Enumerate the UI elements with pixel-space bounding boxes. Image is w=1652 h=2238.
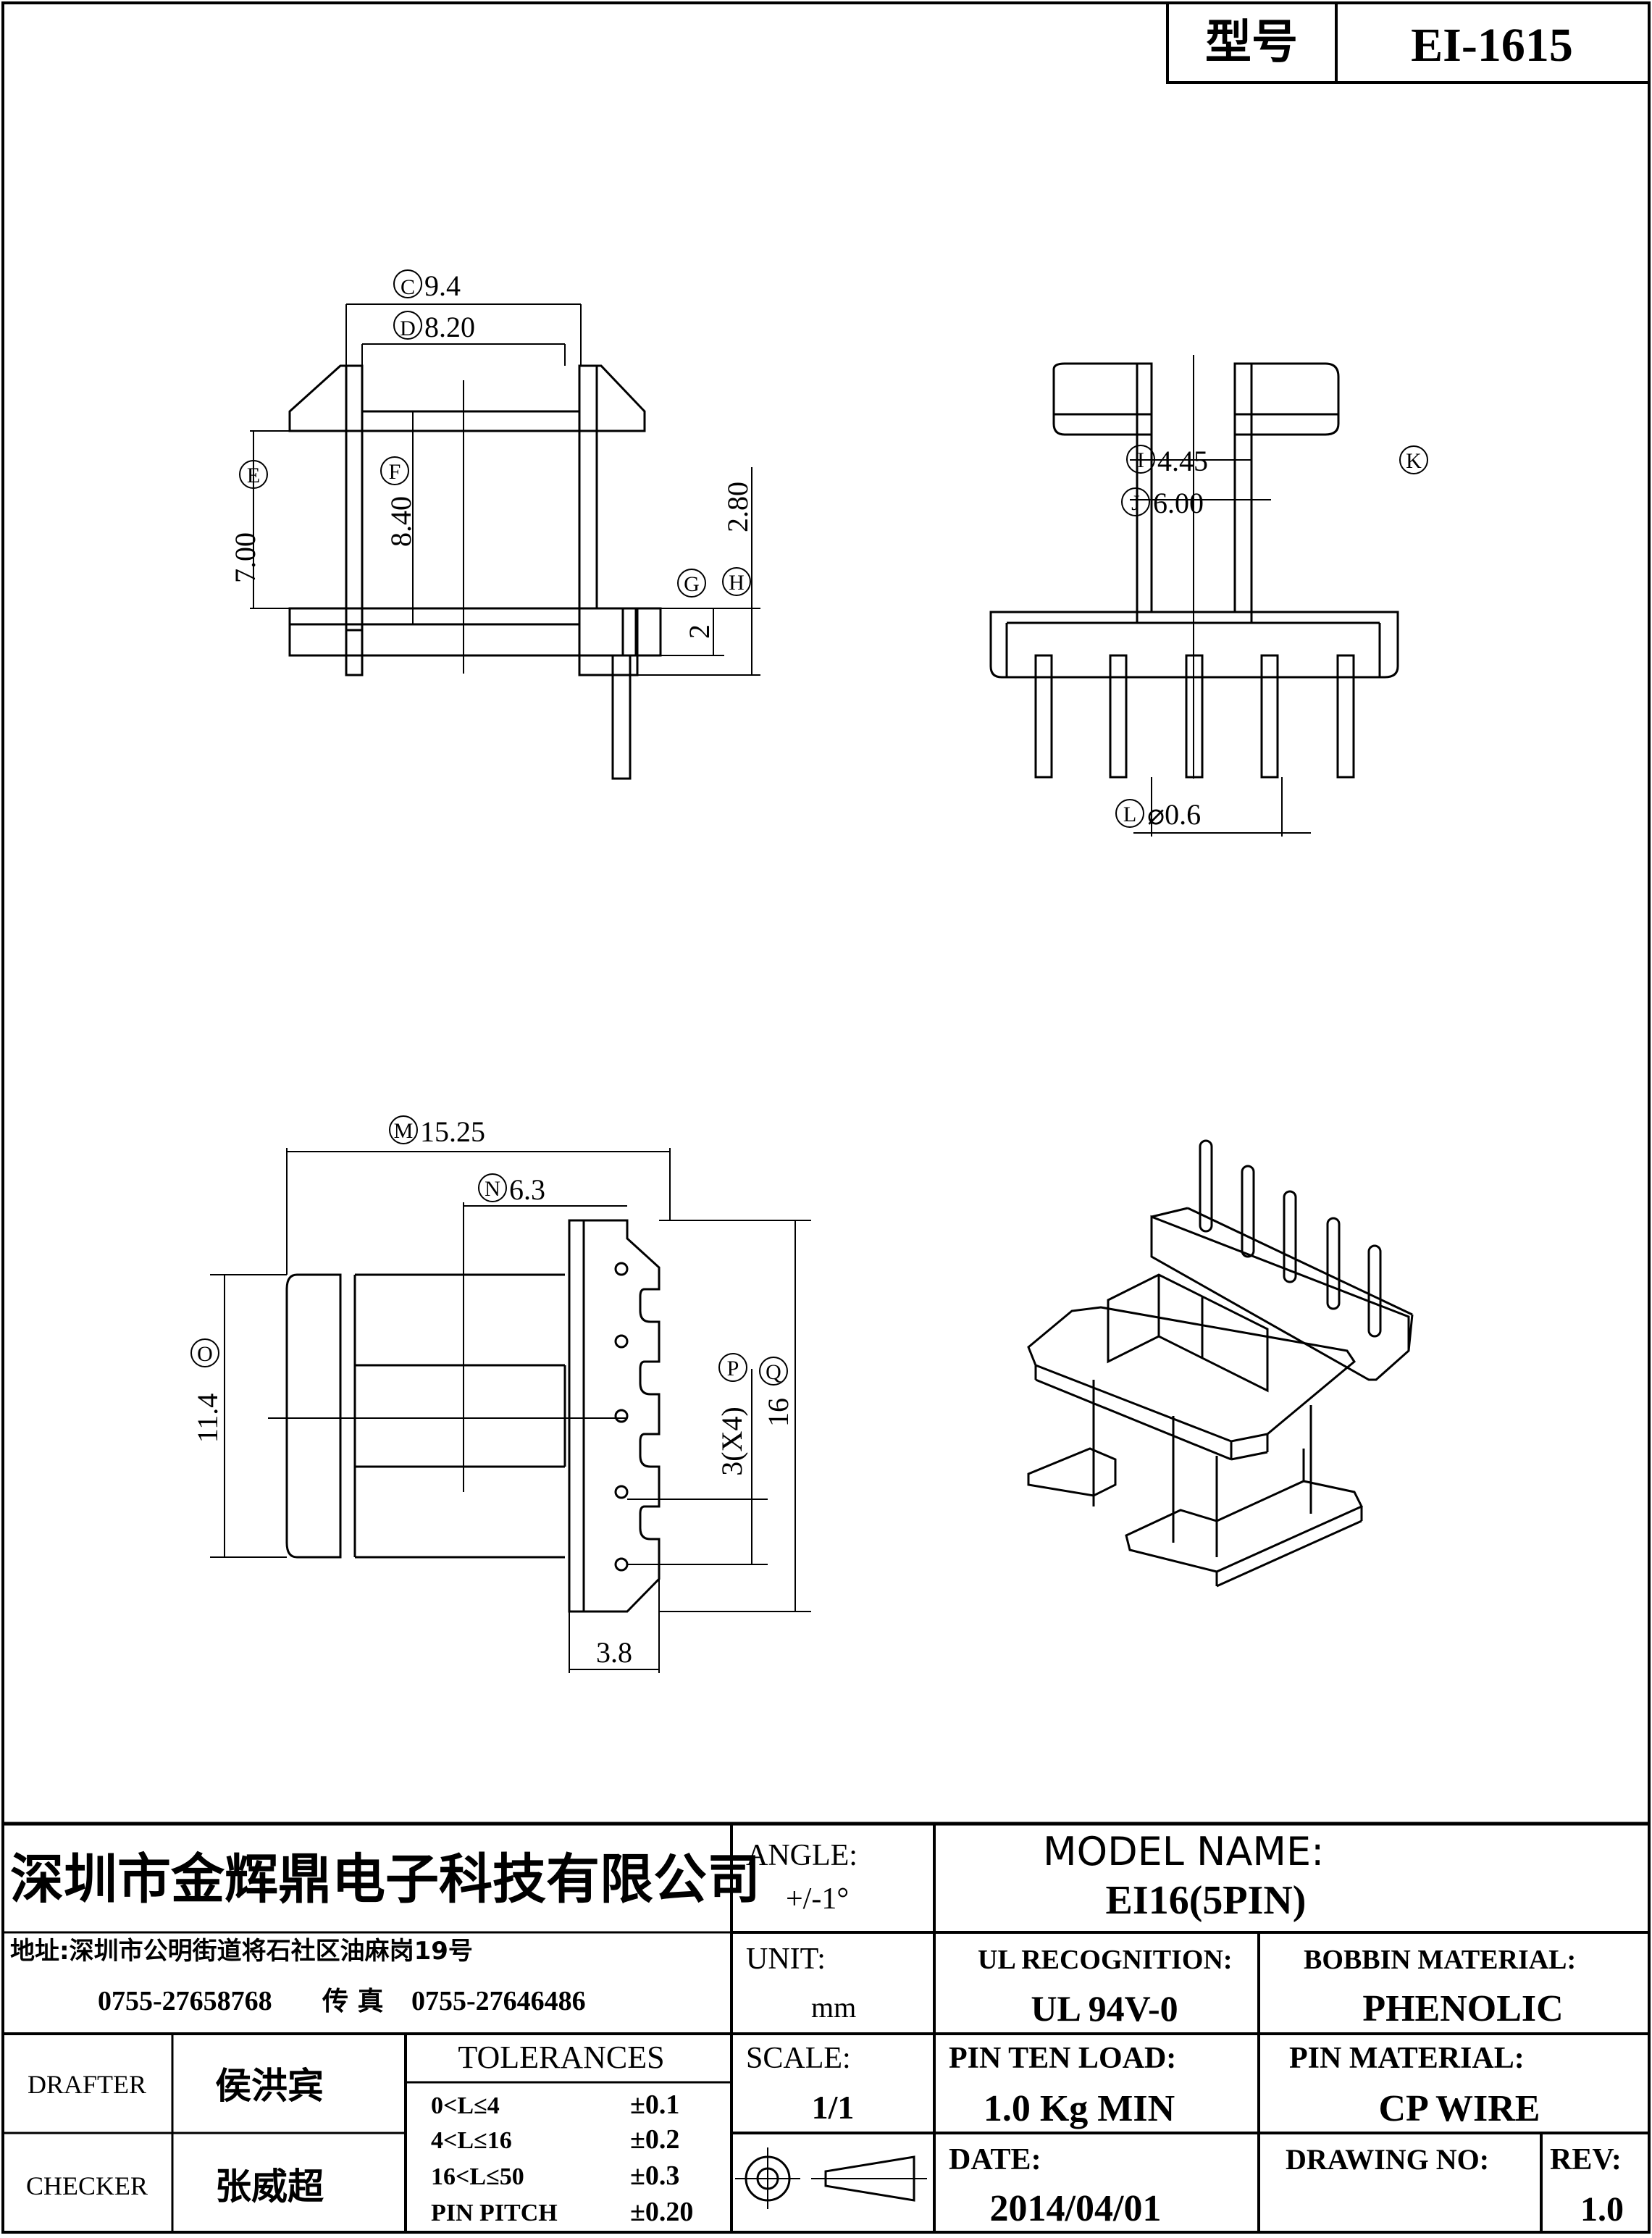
- pin-material-label: PIN MATERIAL:: [1289, 2042, 1525, 2075]
- header-model-value: EI-1615: [1411, 19, 1573, 72]
- dim-p-letter: P: [727, 1357, 739, 1380]
- dim-c-letter: C: [401, 275, 415, 299]
- pin-load-value: 1.0 Kg MIN: [984, 2088, 1175, 2129]
- company-name: 深圳市金辉鼎电子科技有限公司: [10, 1848, 760, 1911]
- tolerance-value-1: ±0.1: [630, 2090, 679, 2120]
- unit-value: mm: [811, 1991, 856, 2024]
- header-model-label: 型号: [1205, 16, 1298, 70]
- dim-e-letter: E: [247, 464, 260, 487]
- dim-i-letter: I: [1137, 448, 1144, 472]
- bottom-view-labels: M 15.25 N 6.3 O 11.4 P 3(X4) Q 16 3.8: [191, 1115, 794, 1669]
- side-view-labels: C 9.4 D 8.20 E 7.00 F 8.40 G H 2.80 2: [229, 269, 754, 639]
- dim-k-letter: K: [1406, 449, 1422, 473]
- dim-l-value: ⌀0.6: [1147, 798, 1201, 831]
- dim-g-letter: G: [684, 572, 700, 596]
- unit-label: UNIT:: [746, 1942, 826, 1976]
- dim-o-letter: O: [197, 1342, 213, 1366]
- tolerance-range-4: PIN PITCH: [431, 2200, 558, 2226]
- rev-value: 1.0: [1580, 2190, 1624, 2229]
- header-model-box: 型号 EI-1615: [1166, 1, 1651, 84]
- drafter-label: DRAFTER: [28, 2070, 146, 2099]
- dim-l-letter: L: [1123, 802, 1136, 826]
- tolerance-range-2: 4<L≤16: [431, 2127, 512, 2154]
- company-fax-label: 传 真: [322, 1987, 384, 2016]
- title-block: [3, 1822, 1649, 2232]
- dim-m-letter: M: [394, 1119, 414, 1143]
- dim-p-value: 3(X4): [716, 1407, 748, 1476]
- company-fax: 0755-27646486: [411, 1986, 586, 2016]
- pin-material-value: CP WIRE: [1379, 2088, 1540, 2129]
- drafter-value: 侯洪宾: [215, 2065, 324, 2107]
- dim-n-value: 6.3: [509, 1173, 545, 1206]
- dim-o-value: 11.4: [191, 1393, 224, 1443]
- company-phone: 0755-27658768: [98, 1986, 272, 2016]
- dim-base-value: 3.8: [596, 1636, 632, 1669]
- bobbin-value: PHENOLIC: [1362, 1988, 1563, 2029]
- title-block-text: 深圳市金辉鼎电子科技有限公司 地址:深圳市公明街道将石社区油麻岗19号 0755…: [10, 1829, 1624, 2229]
- tolerance-value-2: ±0.2: [630, 2124, 679, 2155]
- model-name-value: EI16(5PIN): [1106, 1878, 1307, 1923]
- angle-value: +/-1°: [786, 1882, 849, 1916]
- drawing-no-label: DRAWING NO:: [1286, 2143, 1489, 2176]
- rev-label: REV:: [1550, 2143, 1622, 2176]
- tolerance-range-3: 16<L≤50: [431, 2163, 524, 2190]
- scale-label: SCALE:: [746, 2042, 851, 2075]
- ul-label: UL RECOGNITION:: [978, 1945, 1233, 1975]
- side-view: [239, 269, 760, 780]
- pin-load-label: PIN TEN LOAD:: [949, 2042, 1176, 2075]
- dim-h-value: 2.80: [721, 482, 754, 532]
- bobbin-label: BOBBIN MATERIAL:: [1304, 1945, 1576, 1975]
- dim-d-value: 8.20: [424, 311, 475, 343]
- ul-value: UL 94V-0: [1031, 1988, 1178, 2029]
- tolerance-range-1: 0<L≤4: [431, 2092, 500, 2119]
- dim-d-letter: D: [400, 317, 416, 340]
- dim-j-value: 6.00: [1153, 487, 1204, 519]
- dim-h-letter: H: [729, 571, 745, 595]
- company-address: 地址:深圳市公明街道将石社区油麻岗19号: [10, 1937, 473, 1966]
- dim-f-value: 8.40: [385, 496, 417, 547]
- date-value: 2014/04/01: [990, 2188, 1162, 2229]
- scale-value: 1/1: [812, 2089, 855, 2126]
- dim-q-value: 16: [762, 1398, 794, 1427]
- dim-c-value: 9.4: [424, 269, 461, 302]
- isometric-view: [1027, 1139, 1414, 1588]
- front-view-labels: I 4.45 J 6.00 K L ⌀0.6: [1123, 445, 1422, 831]
- tolerances-label: TOLERANCES: [458, 2040, 664, 2075]
- dim-q-letter: Q: [766, 1360, 781, 1384]
- tolerance-value-3: ±0.3: [630, 2161, 679, 2191]
- checker-label: CHECKER: [26, 2171, 148, 2200]
- dim-i-value: 4.45: [1157, 445, 1208, 477]
- front-view: [989, 355, 1428, 837]
- checker-value: 张威超: [215, 2166, 324, 2208]
- model-name-label: MODEL NAME:: [1043, 1829, 1324, 1874]
- dim-f-letter: F: [389, 460, 401, 484]
- dim-n-letter: N: [485, 1177, 500, 1201]
- date-label: DATE:: [949, 2143, 1041, 2176]
- dim-j-letter: J: [1131, 491, 1140, 515]
- dim-e-value: 7.00: [229, 532, 261, 583]
- bottom-view: [190, 1115, 811, 1673]
- tolerance-value-4: ±0.20: [630, 2197, 693, 2227]
- dim-m-value: 15.25: [420, 1115, 485, 1148]
- angle-label: ANGLE:: [746, 1839, 858, 1872]
- dim-g-value: 2: [683, 624, 716, 639]
